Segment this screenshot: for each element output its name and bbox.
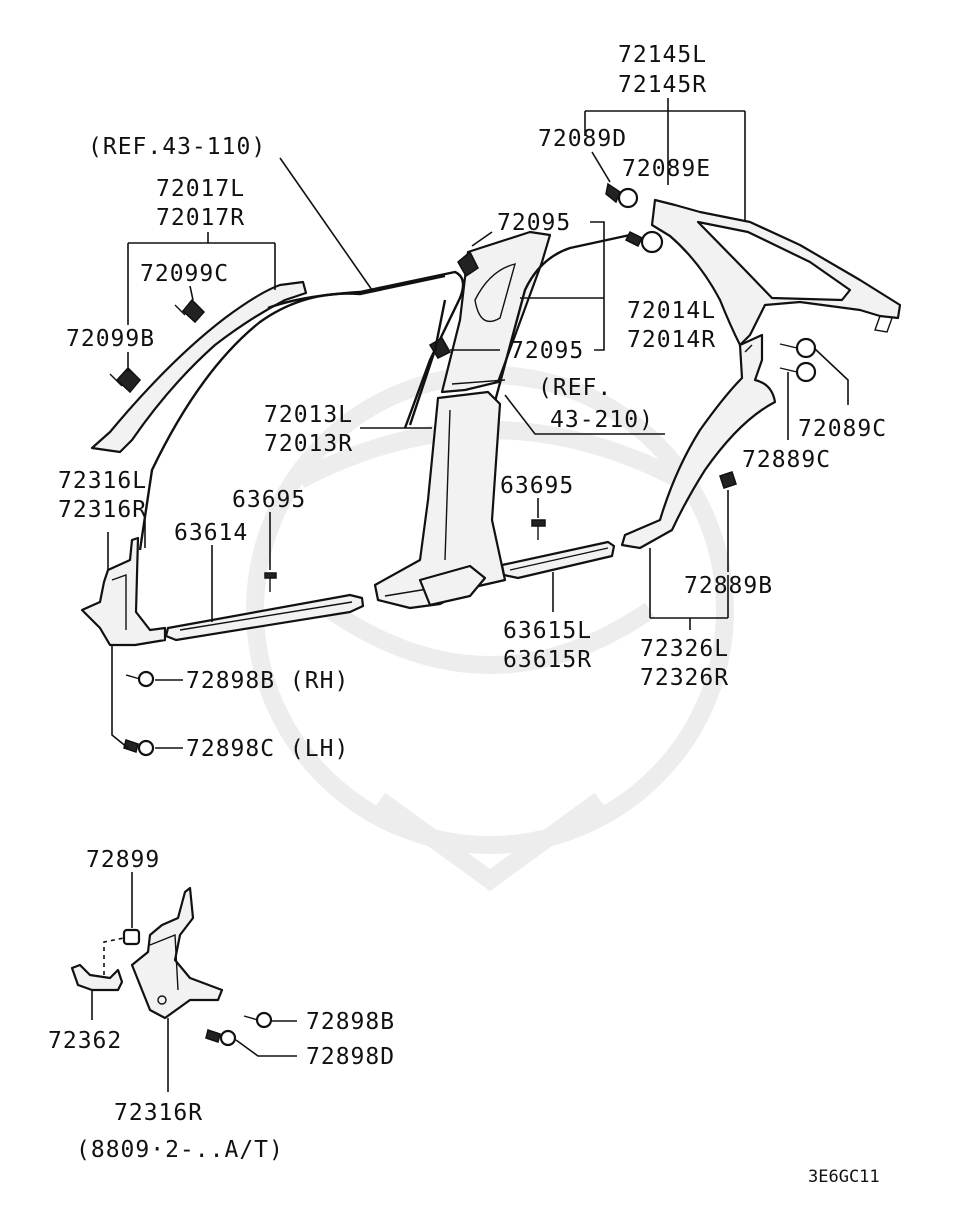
label-72889B: 72889B (684, 573, 773, 599)
screw-72089c (779, 337, 817, 359)
b-pillar-lower-trim-72013 (373, 390, 507, 610)
label-72099C: 72099C (140, 261, 229, 287)
label-72316R: 72316R (58, 497, 147, 523)
screw-72889c (779, 361, 817, 383)
screw-72898b-rh (125, 670, 155, 688)
label-72898C-LH: 72898C (LH) (186, 736, 349, 762)
label-63614: 63614 (174, 520, 248, 546)
label-72095-top: 72095 (497, 210, 571, 236)
bracket-72362 (70, 963, 124, 992)
diagram-code: 3E6GC11 (808, 1167, 880, 1187)
label-72017R: 72017R (156, 205, 245, 231)
wheel-house-trim-72326 (620, 333, 777, 550)
label-72013R: 72013R (264, 431, 353, 457)
front-scuff-plate-63614 (164, 593, 365, 642)
label-72898B-RH: 72898B (RH) (186, 668, 349, 694)
clip-72089e (624, 230, 664, 254)
clip-72095-top (457, 250, 479, 278)
leader-lines (91, 98, 849, 1092)
screw-63695-right (531, 519, 546, 540)
label-72014R: 72014R (627, 327, 716, 353)
clip-72099b (109, 366, 142, 394)
label-72362: 72362 (48, 1028, 122, 1054)
label-72089E: 72089E (622, 156, 711, 182)
label-72326L: 72326L (640, 636, 729, 662)
label-63615L: 63615L (503, 618, 592, 644)
b-pillar-weatherstrip (488, 233, 631, 421)
label-ref-43-110: (REF.43-110) (88, 134, 266, 160)
label-72099B: 72099B (66, 326, 155, 352)
label-72145L: 72145L (618, 42, 707, 68)
label-72014L: 72014L (627, 298, 716, 324)
label-72316R-inset: 72316R (114, 1100, 203, 1126)
label-72898D: 72898D (306, 1044, 395, 1070)
label-63615R: 63615R (503, 647, 592, 673)
b-pillar-upper-trim-72014 (440, 230, 552, 394)
kick-panel-72316 (80, 536, 167, 647)
rear-scuff-plate-63615 (500, 540, 616, 580)
inset-kick-panel-72316r (130, 886, 224, 1020)
label-72145R: 72145R (618, 72, 707, 98)
label-72095-mid: 72095 (510, 338, 584, 364)
label-72013L: 72013L (264, 402, 353, 428)
label-72898B: 72898B (306, 1009, 395, 1035)
inset-screw-72898d (205, 1029, 237, 1047)
label-72017L: 72017L (156, 176, 245, 202)
clip-72089d (605, 182, 639, 209)
label-72089D: 72089D (538, 126, 627, 152)
part-labels: 72145L 72145R 72089D 72089E (REF.43-110)… (48, 42, 887, 1187)
label-63695-right: 63695 (500, 473, 574, 499)
a-pillar-trim-72017 (90, 280, 308, 454)
inset-screw-72898b (243, 1011, 273, 1029)
label-inset-note: (8809·2-..A/T) (76, 1137, 284, 1163)
label-72899: 72899 (86, 847, 160, 873)
label-ref-43-210-line2: 43-210) (550, 407, 654, 433)
roof-weatherstrip (267, 270, 465, 429)
label-63695-left: 63695 (232, 487, 306, 513)
screw-63695-left (264, 572, 277, 592)
label-72326R: 72326R (640, 665, 729, 691)
label-ref-43-210-line1: (REF. (538, 375, 612, 401)
clip-72889b (719, 471, 737, 489)
clip-72099c (174, 298, 206, 324)
label-72316L: 72316L (58, 468, 147, 494)
label-72889C: 72889C (742, 447, 831, 473)
grommet-72899 (122, 928, 141, 946)
label-72089C: 72089C (798, 416, 887, 442)
